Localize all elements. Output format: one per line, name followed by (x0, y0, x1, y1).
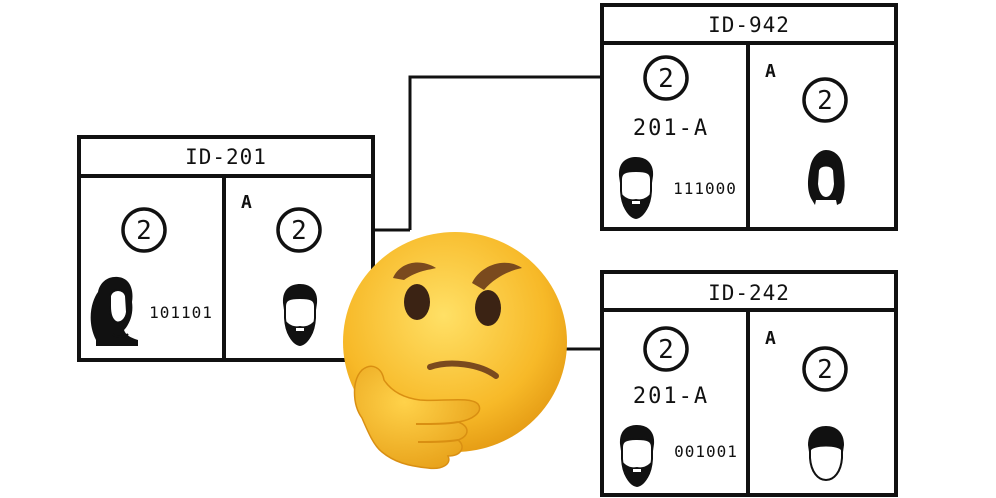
badge-number: 2 (658, 335, 674, 365)
record-left-cell: 2 101101 (90, 207, 213, 346)
circled-number-badge (276, 207, 322, 253)
binary-code: 101101 (149, 303, 213, 322)
bearded-man-icon (282, 284, 318, 346)
circled-number-badge (802, 77, 848, 123)
bearded-man-icon (619, 425, 655, 487)
woman-long-hair-icon (808, 150, 845, 205)
binary-code: 001001 (674, 442, 738, 461)
record-left-cell: 2 201-A 001001 (619, 326, 738, 487)
cell-label: A (765, 328, 776, 349)
record-id-942: ID-942 2 201-A 111000 A 2 (600, 3, 898, 231)
man-short-hair-icon (808, 426, 844, 482)
record-title: ID-201 (185, 145, 267, 169)
circled-number-badge (121, 207, 167, 253)
record-right-cell: A 2 (765, 328, 848, 482)
circled-number-badge (802, 346, 848, 392)
circled-number-badge (643, 55, 689, 101)
badge-number: 2 (817, 355, 833, 385)
woman-curly-hair-icon (90, 276, 138, 346)
badge-number: 2 (291, 216, 307, 246)
record-code: 201-A (633, 384, 709, 409)
record-id-242: ID-242 2 201-A 001001 A 2 (600, 270, 898, 497)
badge-number: 2 (136, 216, 152, 246)
record-title: ID-942 (708, 13, 790, 37)
badge-number: 2 (658, 64, 674, 94)
record-code: 201-A (633, 116, 709, 141)
record-right-cell: A 2 (241, 192, 322, 346)
cell-label: A (765, 61, 776, 82)
thinking-face-icon (343, 232, 567, 470)
bearded-man-icon (618, 157, 654, 219)
cell-label: A (241, 192, 252, 213)
binary-code: 111000 (673, 179, 737, 198)
record-left-cell: 2 201-A 111000 (618, 55, 737, 219)
circled-number-badge (643, 326, 689, 372)
record-right-cell: A 2 (765, 61, 848, 205)
badge-number: 2 (817, 86, 833, 116)
record-id-201: ID-201 2 101101 A 2 (77, 135, 375, 362)
record-title: ID-242 (708, 281, 790, 305)
